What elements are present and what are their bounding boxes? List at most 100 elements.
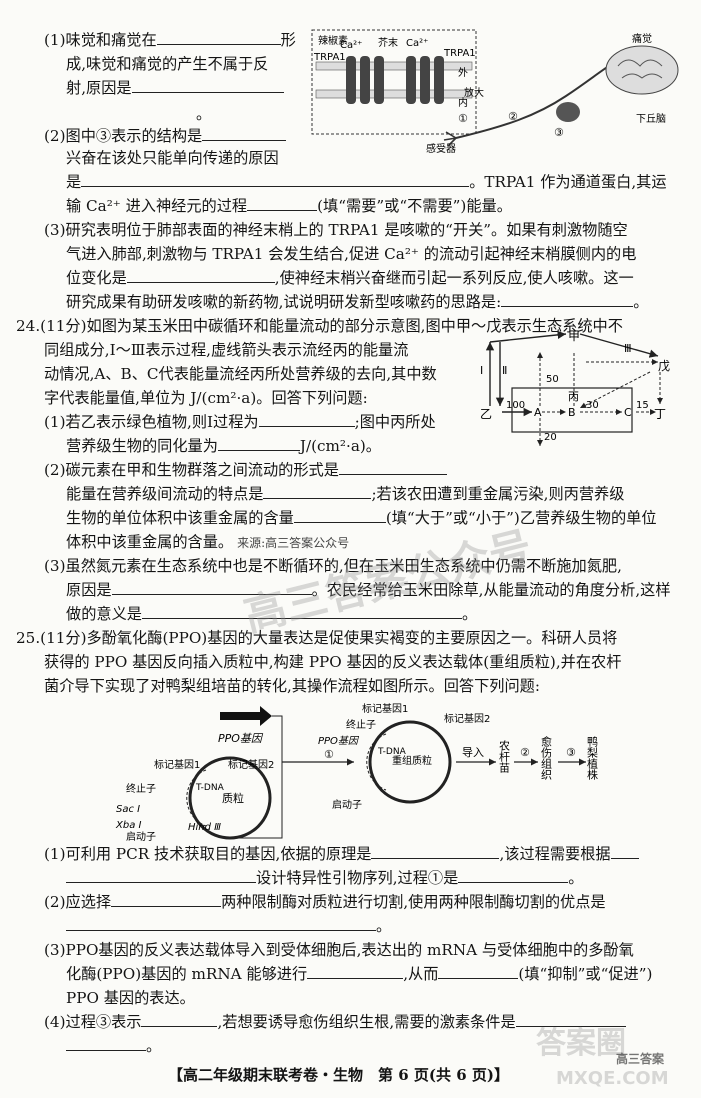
label-capsaicin: 辣椒素	[318, 34, 348, 47]
ppo-gene-arrow	[220, 706, 272, 726]
q25-line2: 获得的 PPO 基因反向插入质粒中,构建 PPO 基因的反义表达载体(重组质粒)…	[44, 653, 622, 671]
label-n3: ③	[554, 126, 564, 139]
watermark-logo: 答案圈	[536, 1026, 626, 1061]
label-trpa1-left: TRPA1	[313, 52, 346, 63]
q24-2-line2: 能量在营养级间流动的特点是;若该农田遭到重金属污染,则丙营养级	[66, 485, 625, 503]
q23-neuron-figure: 辣椒素 Ca²⁺ 芥末 Ca²⁺ TRPA1 TRPA1 外 内 放大 感受器 …	[311, 29, 679, 155]
q23-3-line3: 位变化是,使神经末梢兴奋继而引起一系列反应,使人咳嗽。这一	[66, 269, 634, 287]
label-promoter2: 启动子	[332, 798, 362, 811]
q24-2-line3: 生物的单位体积中该重金属的含量(填“大于”或“小于”)乙营养级生物的单位	[66, 509, 657, 527]
q23-2-line4: 输 Ca²⁺ 进入神经元的过程(填“需要”或“不需要”)能量。	[66, 197, 512, 215]
label-xba: Xba Ⅰ	[115, 820, 142, 831]
label-terminator2: 终止子	[346, 718, 376, 731]
page-footer: 【高二年级期末联考卷・生物 第 6 页(共 6 页)】	[168, 1066, 509, 1084]
step-2: ②	[520, 746, 530, 759]
label-marker1b: 标记基因1	[362, 702, 408, 715]
q23-2-line1: (2)图中③表示的结构是	[44, 126, 287, 146]
q23-3-line1: (3)研究表明位于肺部表面的神经末梢上的 TRPA1 是咳嗽的“开关”。如果有刺…	[44, 221, 628, 239]
label-pear: 鸭梨植株	[586, 736, 599, 781]
node-jia: 甲	[568, 329, 580, 343]
label-marker2b: 标记基因2	[444, 712, 490, 725]
node-A: A	[534, 406, 542, 419]
label-agro: 农杆苗	[498, 739, 511, 774]
q23-1-line1: (1)味觉和痛觉在形	[44, 31, 296, 49]
node-bing: 丙	[568, 390, 579, 403]
label-II: Ⅱ	[502, 364, 507, 377]
val-100: 100	[506, 400, 525, 411]
q24-line2: 同组成分,Ⅰ～Ⅲ表示过程,虚线箭头表示流经丙的能量流	[44, 341, 409, 359]
q24-carbon-flow-diagram: 甲 乙 丙 丁 戊 A B C Ⅰ Ⅱ Ⅲ 100 50 30 15 20	[480, 329, 670, 446]
receptor-ending	[443, 131, 457, 147]
label-inner: 内	[458, 96, 468, 109]
q25-3-line2: 化酶(PPO)基因的 mRNA 能够进行,从而(填“抑制”或“促进”)	[66, 965, 653, 983]
label-enlarge: 放大	[464, 86, 484, 99]
label-receptor: 感受器	[426, 142, 456, 155]
node-C: C	[624, 406, 632, 419]
q23-2-line3: 是。TRPA1 作为通道蛋白,其运	[66, 173, 667, 191]
label-pain: 痛觉	[632, 32, 652, 45]
label-tdna2: T-DNA	[377, 747, 407, 757]
step-3: ③	[566, 746, 576, 759]
label-marker1: 标记基因1	[154, 758, 200, 771]
val-20: 20	[544, 432, 557, 443]
val-30: 30	[586, 400, 599, 411]
q24-line4: 字代表能量值,单位为 J/(cm²·a)。回答下列问题:	[44, 389, 368, 407]
q23-2-line2: 兴奋在该处只能单向传递的原因	[66, 149, 279, 167]
label-plasmid: 质粒	[222, 791, 244, 805]
watermark-wechat: 高三答案	[616, 1052, 665, 1066]
q25-1-line2: 设计特异性引物序列,过程①是。	[66, 868, 583, 888]
label-outer: 外	[458, 67, 468, 79]
node-wu: 戊	[658, 359, 670, 373]
q23-3-line4: 研究成果有助研发咳嗽的新药物,试说明研发新型咳嗽药的思路是:。	[66, 293, 649, 311]
q24-line3: 动情况,A、B、C代表能量流经丙所处营养级的去向,其中数	[44, 365, 437, 383]
label-ca1: Ca²⁺	[340, 40, 362, 51]
label-recomb: 重组质粒	[392, 754, 432, 767]
q24-2-line4: 体积中该重金属的含量。来源:高三答案公众号	[66, 533, 350, 551]
node-ding: 丁	[654, 407, 666, 421]
q25-4-line1: (4)过程③表示,若想要诱导愈伤组织生根,需要的激素条件是	[44, 1012, 626, 1032]
bing-box	[511, 387, 633, 433]
q23-1-line4: 。	[196, 105, 212, 123]
label-terminator: 终止子	[126, 782, 156, 795]
q23-1-line2: 成,味觉和痛觉的产生不属于反	[66, 55, 269, 73]
label-sac: Sac Ⅰ	[116, 804, 140, 815]
q25-line1: 25.(11分)多酚氧化酶(PPO)基因的大量表达是促使果实褐变的主要原因之一。…	[16, 629, 618, 647]
node-yi: 乙	[480, 407, 492, 421]
label-mustard: 芥末	[378, 36, 398, 49]
q25-vector-figure: PPO基因 质粒 T-DNA 标记基因1 标记基因2 终止子 Sac Ⅰ Xba…	[115, 702, 599, 842]
q24-3-line2: 原因是。农民经常给玉米田除草,从能量流动的角度分析,这样	[66, 581, 671, 599]
q23-3-line2: 气进入肺部,刺激物与 TRPA1 会发生结合,促进 Ca²⁺ 的流动引起神经末梢…	[66, 245, 637, 263]
q25-2-line1: (2)应选择两种限制酶对质粒进行切割,使用两种限制酶切割的优点是	[44, 893, 606, 911]
q24-3-line1: (3)虽然氮元素在生态系统中也是不断循环的,但在玉米田生态系统中仍需不断施加氮肥…	[44, 557, 622, 575]
label-ca2: Ca²⁺	[406, 38, 428, 49]
source-note: 来源:高三答案公众号	[237, 536, 350, 550]
q24-line1: 24.(11分)如图为某玉米田中碳循环和能量流动的部分示意图,图中甲～戊表示生态…	[16, 317, 623, 335]
label-tdna: T-DNA	[195, 783, 225, 793]
brain-icon	[605, 45, 679, 95]
val-50: 50	[546, 374, 559, 385]
label-ppo-gene2: PPO基因	[318, 735, 360, 747]
neuron-body	[556, 102, 580, 122]
label-marker2: 标记基因2	[228, 758, 274, 771]
label-n2: ②	[508, 110, 518, 123]
step-1: ①	[324, 748, 334, 761]
label-n1: ①	[458, 112, 468, 125]
q24-3-line3: 做的意义是。	[66, 605, 478, 623]
label-I: Ⅰ	[480, 364, 483, 377]
q25-2-line2: 。	[66, 916, 391, 936]
q25-4-line2: 。	[66, 1036, 161, 1056]
q24-2-line1: (2)碳元素在甲和生物群落之间流动的形式是	[44, 460, 447, 480]
node-B: B	[568, 406, 576, 419]
label-promoter: 启动子	[126, 830, 156, 842]
label-hind: Hind Ⅲ	[188, 822, 221, 833]
watermark-site: MXQE.COM	[556, 1068, 669, 1089]
membrane-zoom-box	[311, 29, 477, 135]
label-ppo-gene: PPO基因	[218, 732, 264, 745]
q25-1-line1: (1)可利用 PCR 技术获取目的基因,依据的原理是,该过程需要根据	[44, 844, 639, 864]
q25-3-line3: PPO 基因的表达。	[66, 989, 195, 1007]
q25-line3: 菌介导下实现了对鸭梨组培苗的转化,其操作流程如图所示。回答下列问题:	[44, 677, 540, 695]
label-III: Ⅲ	[624, 342, 632, 355]
label-hypothalamus: 下丘脑	[636, 112, 666, 125]
recombinant-plasmid-circle	[368, 720, 452, 804]
